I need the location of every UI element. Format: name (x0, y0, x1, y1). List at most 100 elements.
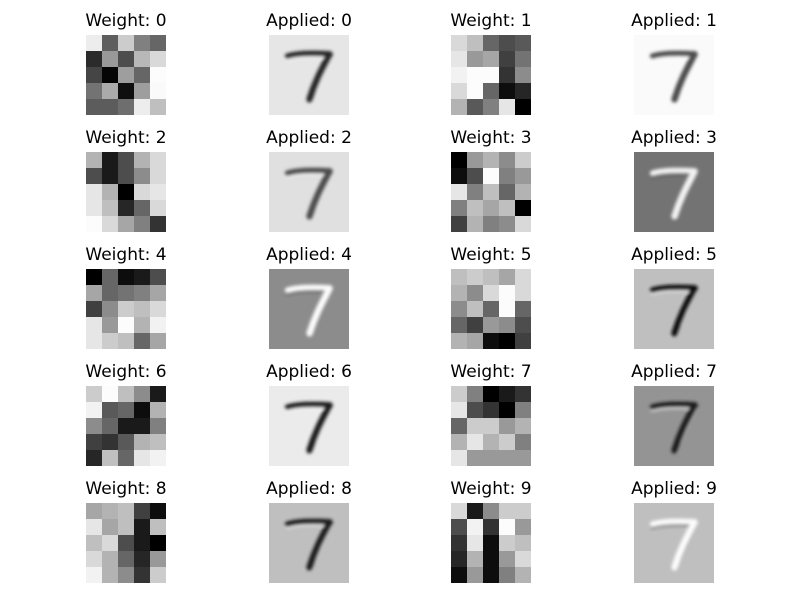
weight-8-cell-1-4 (150, 519, 166, 535)
weight-7-cell-4-4 (515, 450, 531, 466)
weight-5-cell-4-3 (499, 333, 515, 349)
weight-1-cell-2-1 (467, 67, 483, 83)
weight-5-cell-1-1 (467, 285, 483, 301)
weight-4-cell-2-1 (102, 301, 118, 317)
weight-3-cell-1-2 (483, 168, 499, 184)
weight-7-cell-1-2 (483, 402, 499, 418)
weight-6-cell-3-2 (118, 434, 134, 450)
weight-9-cell-2-3 (499, 535, 515, 551)
weight-8-cell-4-0 (86, 567, 102, 583)
weight-3-cell-0-1 (467, 152, 483, 168)
weight-4-cell-4-1 (102, 333, 118, 349)
weight-2-cell-2-2 (118, 184, 134, 200)
weight-0-cell-0-0 (86, 35, 102, 51)
weight-0-cell-1-0 (86, 51, 102, 67)
weight-4-cell-3-2 (118, 317, 134, 333)
weight-8-cell-3-4 (150, 551, 166, 567)
weight-8-cell-2-1 (102, 535, 118, 551)
weight-0-cell-2-4 (150, 67, 166, 83)
weight-5-cell-1-4 (515, 285, 531, 301)
weight-5-cell-4-4 (515, 333, 531, 349)
weight-5-cell-0-3 (499, 269, 515, 285)
applied-image-8 (269, 503, 349, 583)
weight-9-cell-1-1 (467, 519, 483, 535)
weight-8-cell-4-4 (150, 567, 166, 583)
weight-heatmap-0 (86, 35, 166, 115)
applied-8-digit-seven (284, 518, 333, 571)
applied-3-digit-seven (649, 167, 698, 220)
applied-title-6: Applied: 6 (266, 362, 352, 382)
weight-5-cell-3-2 (483, 317, 499, 333)
weight-heatmap-3 (451, 152, 531, 232)
applied-image-8 (269, 503, 349, 583)
weight-1-cell-0-0 (451, 35, 467, 51)
weight-2-cell-4-2 (118, 216, 134, 232)
weight-2-cell-1-2 (118, 168, 134, 184)
weight-4-cell-3-4 (150, 317, 166, 333)
weight-8-cell-3-2 (118, 551, 134, 567)
weight-5-cell-2-0 (451, 301, 467, 317)
applied-image-4 (269, 269, 349, 349)
applied-panel-8: Applied: 8 (219, 479, 399, 589)
weight-6-cell-0-3 (134, 386, 150, 402)
weight-5-cell-2-3 (499, 301, 515, 317)
weight-7-cell-4-0 (451, 450, 467, 466)
weight-image-8 (86, 503, 166, 583)
weight-panel-7: Weight: 7 (401, 362, 581, 472)
weight-0-cell-0-1 (102, 35, 118, 51)
applied-title-7: Applied: 7 (631, 362, 717, 382)
weight-0-cell-2-0 (86, 67, 102, 83)
applied-title-9: Applied: 9 (631, 479, 717, 499)
applied-image-5 (634, 269, 714, 349)
weight-8-cell-0-3 (134, 503, 150, 519)
weight-9-cell-1-2 (483, 519, 499, 535)
weight-9-cell-3-3 (499, 551, 515, 567)
weight-9-cell-4-1 (467, 567, 483, 583)
weight-2-cell-2-1 (102, 184, 118, 200)
weight-9-cell-2-2 (483, 535, 499, 551)
weight-2-cell-1-3 (134, 168, 150, 184)
applied-title-4: Applied: 4 (266, 245, 352, 265)
weight-9-cell-0-3 (499, 503, 515, 519)
weight-9-cell-2-4 (515, 535, 531, 551)
weight-3-cell-2-4 (515, 184, 531, 200)
weight-6-cell-2-2 (118, 418, 134, 434)
weight-8-cell-2-4 (150, 535, 166, 551)
weight-0-cell-3-1 (102, 83, 118, 99)
weight-1-cell-0-2 (483, 35, 499, 51)
weight-9-cell-2-0 (451, 535, 467, 551)
weight-5-cell-0-4 (515, 269, 531, 285)
applied-panel-7: Applied: 7 (584, 362, 764, 472)
weight-0-cell-2-3 (134, 67, 150, 83)
applied-title-8: Applied: 8 (266, 479, 352, 499)
weight-3-cell-1-4 (515, 168, 531, 184)
weight-0-cell-4-1 (102, 99, 118, 115)
weight-7-cell-2-4 (515, 418, 531, 434)
weight-3-cell-3-3 (499, 200, 515, 216)
weight-5-cell-2-2 (483, 301, 499, 317)
applied-9-digit-seven (649, 518, 698, 571)
weight-2-cell-0-3 (134, 152, 150, 168)
weight-7-cell-0-2 (483, 386, 499, 402)
weight-8-cell-4-1 (102, 567, 118, 583)
weight-2-cell-3-3 (134, 200, 150, 216)
weight-5-cell-1-3 (499, 285, 515, 301)
applied-title-5: Applied: 5 (631, 245, 717, 265)
weight-9-cell-0-1 (467, 503, 483, 519)
weight-4-cell-4-0 (86, 333, 102, 349)
weight-4-cell-1-1 (102, 285, 118, 301)
weight-2-cell-3-0 (86, 200, 102, 216)
weight-9-cell-3-4 (515, 551, 531, 567)
weight-4-cell-1-4 (150, 285, 166, 301)
weight-image-0 (86, 35, 166, 115)
weight-heatmap-4 (86, 269, 166, 349)
applied-image-9 (634, 503, 714, 583)
weight-1-cell-4-3 (499, 99, 515, 115)
weight-1-cell-4-4 (515, 99, 531, 115)
weight-0-cell-2-1 (102, 67, 118, 83)
weight-0-cell-1-4 (150, 51, 166, 67)
weight-2-cell-0-1 (102, 152, 118, 168)
weight-1-cell-4-0 (451, 99, 467, 115)
weight-5-cell-0-0 (451, 269, 467, 285)
weight-5-cell-3-4 (515, 317, 531, 333)
